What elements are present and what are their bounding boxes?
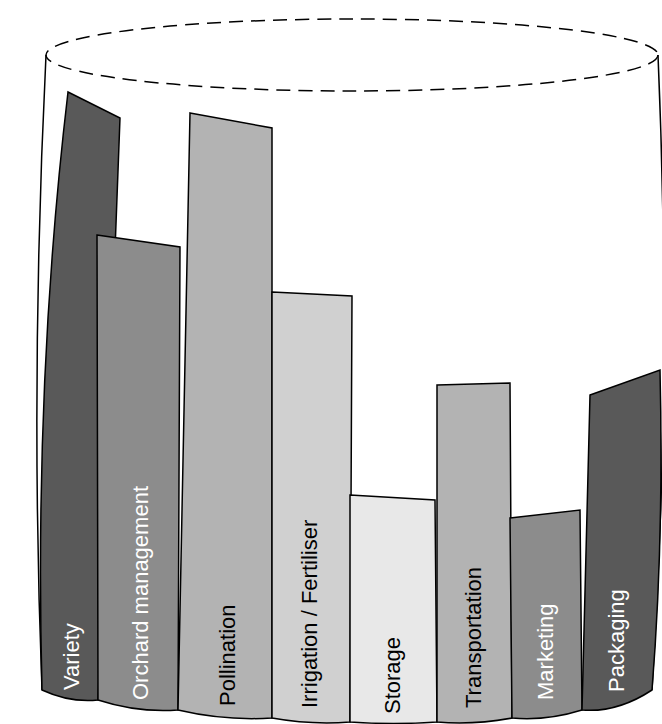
barrel-stave: Marketing bbox=[510, 510, 582, 718]
stave-outline bbox=[582, 370, 661, 710]
stave-label: Marketing bbox=[535, 603, 557, 700]
barrel-stave: Storage bbox=[350, 495, 437, 722]
barrel-stave: Packaging bbox=[582, 370, 662, 710]
stave-label: Irrigation / Fertiliser bbox=[299, 520, 321, 708]
barrel-stave: Transportation bbox=[437, 383, 512, 722]
stave-label: Pollination bbox=[217, 604, 239, 706]
stave-outline bbox=[272, 292, 352, 723]
stave-outline bbox=[178, 113, 272, 719]
stave-outline bbox=[97, 235, 180, 711]
barrel-stave: Orchard management bbox=[97, 235, 180, 710]
stave-label: Variety bbox=[61, 623, 83, 690]
stave-outline bbox=[510, 510, 582, 719]
stave-label: Transportation bbox=[463, 567, 485, 708]
barrel-rim bbox=[46, 19, 658, 91]
stave-label: Packaging bbox=[606, 589, 628, 692]
stave-outline bbox=[437, 383, 512, 723]
stave-outline bbox=[350, 495, 437, 724]
barrel-stave: Pollination bbox=[178, 113, 272, 718]
stave-label: Orchard management bbox=[130, 486, 152, 700]
barrel-stave: Irrigation / Fertiliser bbox=[272, 292, 352, 722]
stave-label: Storage bbox=[382, 637, 404, 714]
